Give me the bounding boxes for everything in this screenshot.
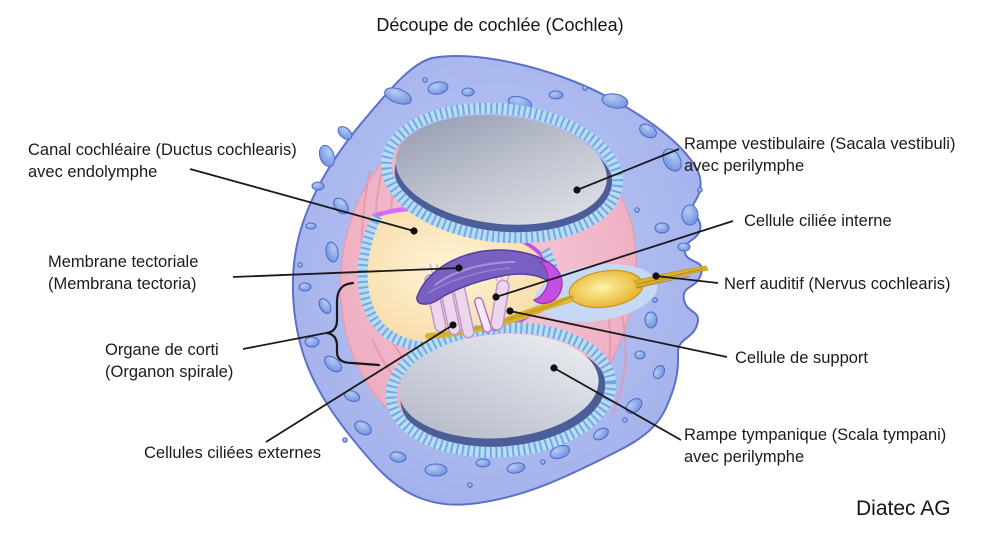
spiral-limbus (532, 261, 563, 305)
label-membrane-tectoriale: Membrane tectoriale (Membrana tectoria) (48, 253, 199, 293)
label-nerf-auditif: Nerf auditif (Nervus cochlearis) (724, 275, 951, 293)
credit-text: Diatec AG (856, 497, 951, 520)
organ-of-corti-bracket (325, 281, 381, 367)
label-cellules-ciliees-externes: Cellules ciliées externes (144, 444, 321, 462)
inner-hair-cell (490, 279, 510, 331)
label-rampe-tympanique: Rampe tympanique (Scala tympani) avec pe… (684, 426, 947, 466)
label-organe-de-corti: Organe de corti (Organon spirale) (105, 341, 234, 381)
scala-vestibuli (380, 102, 624, 244)
bone-vesicles (297, 77, 703, 488)
label-cellule-ciliee-interne: Cellule ciliée interne (744, 212, 892, 230)
annotation-dots (410, 186, 660, 372)
annotation-lines (189, 148, 734, 443)
diagram-title: Découpe de cochlée (Cochlea) (376, 15, 624, 35)
label-rampe-vestibulaire: Rampe vestibulaire (Sacala vestibuli) av… (684, 135, 956, 175)
label-canal-cochleaire: Canal cochléaire (Ductus cochlearis) ave… (28, 141, 297, 181)
label-cellule-de-support: Cellule de support (735, 349, 868, 367)
